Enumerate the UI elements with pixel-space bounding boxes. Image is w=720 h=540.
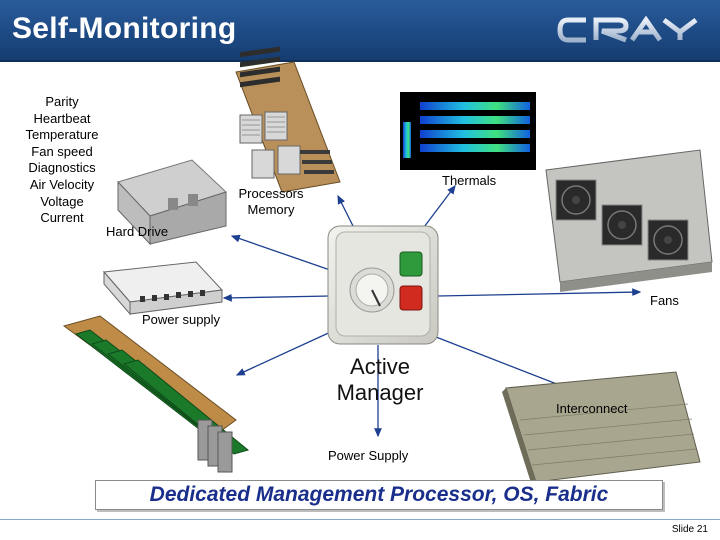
memory-modules-image: [62, 315, 250, 473]
list-item: Voltage: [40, 193, 84, 209]
label-processors: Processors: [238, 186, 304, 201]
slide-number: Slide 21: [671, 524, 708, 535]
list-item: Current: [40, 210, 84, 226]
list-item: Fan speed: [31, 143, 93, 159]
list-item: Air Velocity: [29, 176, 95, 192]
arrow-to-memory-modules: [235, 329, 336, 376]
label-fans: Fans: [650, 293, 679, 308]
footer-rule: [0, 519, 720, 520]
power-supply-image: [102, 261, 224, 316]
arrow-to-fans: [437, 288, 642, 297]
hard-drive-image: [117, 159, 227, 246]
label-hard-drive: Hard Drive: [106, 224, 169, 239]
summary-banner: Dedicated Management Processor, OS, Fabr…: [95, 480, 663, 510]
interconnect-image: [502, 371, 701, 486]
monitor-list: Parity Heartbeat Temperature Fan speed D…: [14, 94, 110, 227]
list-item: Parity: [45, 94, 79, 109]
processor-board-image: [235, 46, 341, 193]
banner-text: Dedicated Management Processor, OS, Fabr…: [149, 483, 609, 506]
label-interconnect: Interconnect: [556, 401, 628, 416]
active-manager-line1: Active: [350, 354, 410, 379]
active-manager-device: [327, 225, 439, 345]
thermal-map-image: [400, 92, 536, 170]
arrow-to-hard-drive: [230, 234, 331, 271]
fans-image: [545, 149, 713, 292]
arrow-to-power-supply-left: [222, 293, 331, 302]
list-item: Temperature: [25, 127, 99, 143]
label-thermals: Thermals: [442, 173, 497, 188]
header-divider: [0, 60, 720, 62]
list-item: Heartbeat: [33, 110, 91, 126]
label-memory: Memory: [247, 202, 295, 217]
list-item: Diagnostics: [28, 160, 96, 176]
page-title: Self-Monitoring: [12, 12, 237, 45]
label-power-supply-bottom: Power Supply: [328, 448, 409, 463]
cray-logo: [557, 15, 698, 43]
label-power-supply-left: Power supply: [142, 312, 221, 327]
active-manager-label: Active Manager: [320, 354, 440, 406]
header-bar: [0, 0, 720, 60]
label-processors-memory: Processors Memory: [234, 186, 308, 218]
active-manager-line2: Manager: [336, 380, 424, 405]
